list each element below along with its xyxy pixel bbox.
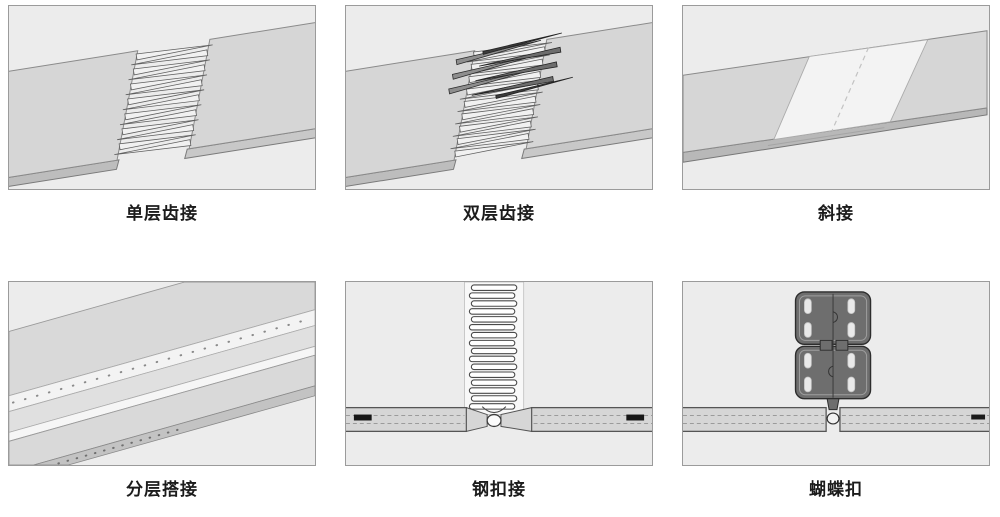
panel-bevel-joint: 斜接 [682,5,990,225]
panel-label-butterfly-fastener: 蝴蝶扣 [809,480,863,499]
double-layer-finger-joint-illustration [346,17,652,189]
step-layer-stitched [9,309,315,412]
belt-cross-section [346,406,652,433]
panel-stepped-lap-joint: 分层搭接 [8,281,316,501]
belt-clamp-mark-right [626,414,645,421]
panel-label-stepped-lap-joint: 分层搭接 [126,480,198,499]
single-layer-finger-joint-diagram [8,5,316,190]
splice-diagram-grid: 单层齿接 [8,5,990,501]
steel-fastener-joint-diagram [345,281,653,466]
panel-label-double-layer-finger-joint: 双层齿接 [463,204,535,223]
panel-label-single-layer-finger-joint: 单层齿接 [126,204,198,223]
belt-cross-section [683,406,989,433]
bevel-joint-diagram [682,5,990,190]
finger-teeth [114,44,213,156]
hook-wire [481,406,507,414]
hinge-pin [826,412,840,425]
panel-butterfly-fastener: 蝴蝶扣 [682,281,990,501]
belt-lower-thickness-edge [33,385,315,465]
panel-label-bevel-joint: 斜接 [818,204,854,223]
belt-left-piece [9,50,139,183]
stepped-lap-joint-illustration [9,282,315,465]
finger-teeth-lower-layer [448,32,573,99]
steel-fastener-joint-illustration [346,282,652,433]
skived-splice-band [773,39,929,141]
butterfly-fastener-diagram [682,281,990,466]
belt-clamp-mark-left [353,414,372,421]
panel-steel-fastener-joint: 钢扣接 [345,281,653,501]
splice-centerline-dashed [831,47,870,131]
panel-label-steel-fastener-joint: 钢扣接 [472,480,526,499]
panel-single-layer-finger-joint: 单层齿接 [8,5,316,225]
single-layer-finger-joint-illustration [9,17,315,189]
hinge-pin [486,413,502,428]
lacing-coil [468,284,518,410]
panel-double-layer-finger-joint: 双层齿接 [345,5,653,225]
bevel-joint-illustration [683,30,988,163]
belt-left-piece [346,50,476,183]
belt-end-edge-line [767,127,885,146]
fastener-slots [804,298,856,393]
step-layer-middle [9,325,315,433]
fastener-connector [826,398,840,411]
double-layer-finger-joint-diagram [345,5,653,190]
step-layer-lower [9,345,315,442]
butterfly-fastener-illustration [683,291,989,433]
belt-clamp-mark-right [971,414,986,420]
stepped-lap-joint-diagram [8,281,316,466]
belt-upper-piece [9,282,315,397]
